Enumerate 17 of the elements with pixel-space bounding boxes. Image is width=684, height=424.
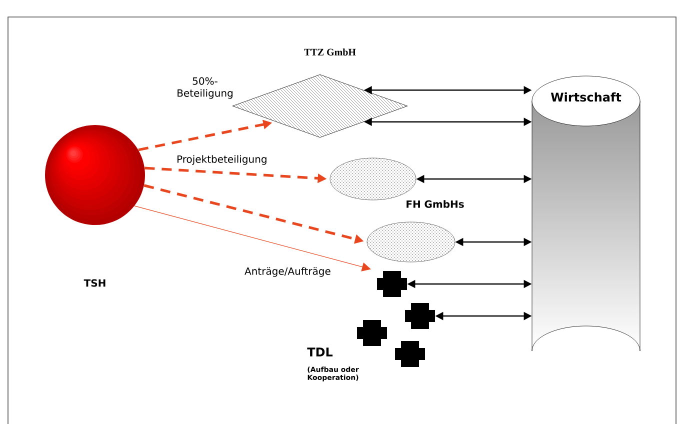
ellipse-shape bbox=[330, 158, 416, 200]
cross-shape bbox=[357, 320, 387, 346]
text-label: TDL bbox=[307, 348, 333, 356]
text-label: TSH bbox=[84, 279, 106, 287]
cross-shape bbox=[405, 303, 435, 329]
edge-label: 50%- Beteiligung bbox=[166, 76, 244, 100]
arrow bbox=[134, 206, 371, 272]
edge-label: Projektbeteiligung bbox=[176, 154, 266, 166]
cross-shape bbox=[395, 341, 425, 367]
sphere bbox=[45, 125, 145, 225]
text-label: FH GmbHs bbox=[406, 200, 464, 208]
cylinder: Wirtschaft bbox=[532, 76, 640, 352]
node-label: Wirtschaft bbox=[550, 92, 622, 102]
ellipse-shape bbox=[366, 222, 456, 262]
edge-label: Anträge/Aufträge bbox=[244, 266, 330, 278]
cross-shape bbox=[377, 271, 407, 297]
node-label: TTZ GmbH bbox=[304, 48, 356, 56]
